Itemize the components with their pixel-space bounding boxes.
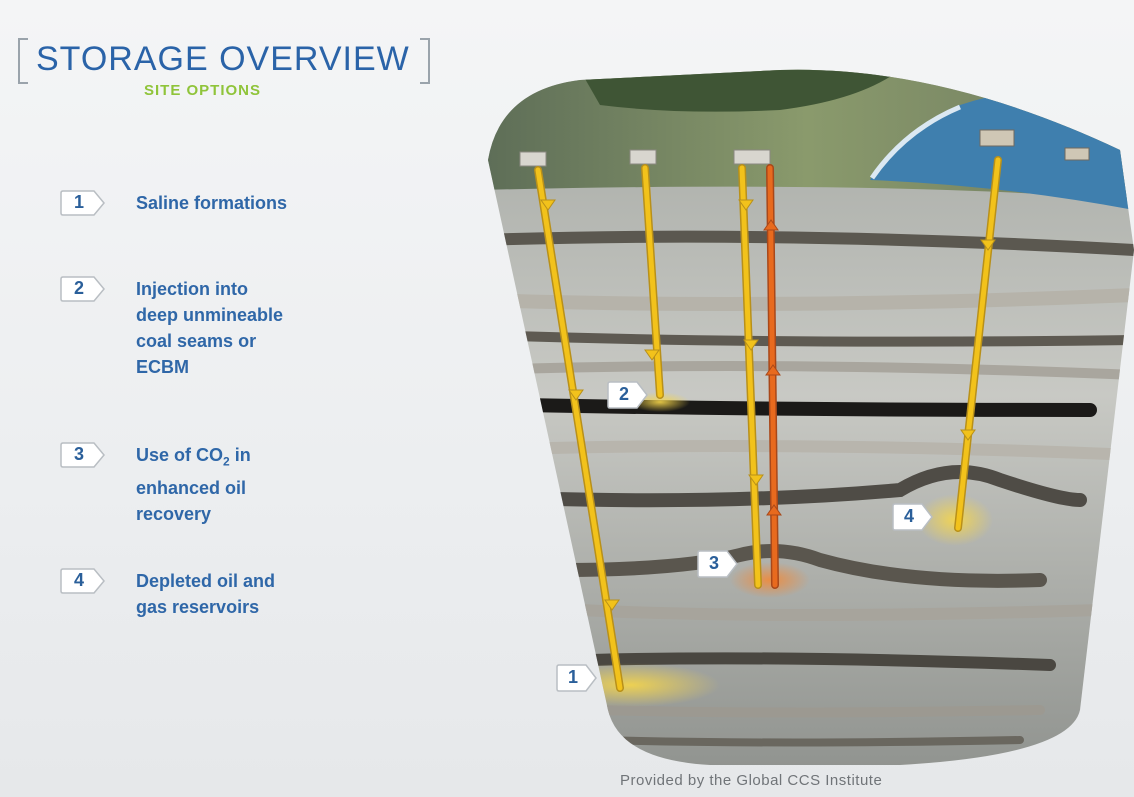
title-block: STORAGE OVERVIEW SITE OPTIONS (18, 38, 438, 108)
up-arrow-icon (763, 219, 782, 516)
wellhead-icon (519, 149, 771, 167)
right-bracket (420, 38, 430, 84)
marker-4: 4 (892, 503, 933, 531)
geological-cross-section (488, 69, 1134, 765)
credit-text: Provided by the Global CCS Institute (620, 772, 883, 789)
option-label: Use of CO2 in enhanced oil recovery (136, 445, 251, 524)
number-badge: 3 (60, 442, 106, 468)
marker-3: 3 (697, 550, 738, 578)
option-label: Saline formations (136, 193, 288, 213)
number-badge: 1 (60, 190, 106, 216)
marker-2: 2 (607, 381, 648, 409)
marker-1: 1 (556, 664, 597, 692)
page-subtitle: SITE OPTIONS (144, 82, 262, 99)
left-bracket (18, 38, 28, 84)
number-badge: 2 (60, 276, 106, 302)
oil-rig-icon (979, 129, 1090, 161)
down-arrow-icon (540, 199, 996, 611)
page-title: STORAGE OVERVIEW (36, 40, 410, 78)
option-label: Depleted oil and gas reservoirs (136, 571, 276, 617)
option-label: Injection into deep unmineable coal seam… (136, 279, 284, 377)
number-badge: 4 (60, 568, 106, 594)
